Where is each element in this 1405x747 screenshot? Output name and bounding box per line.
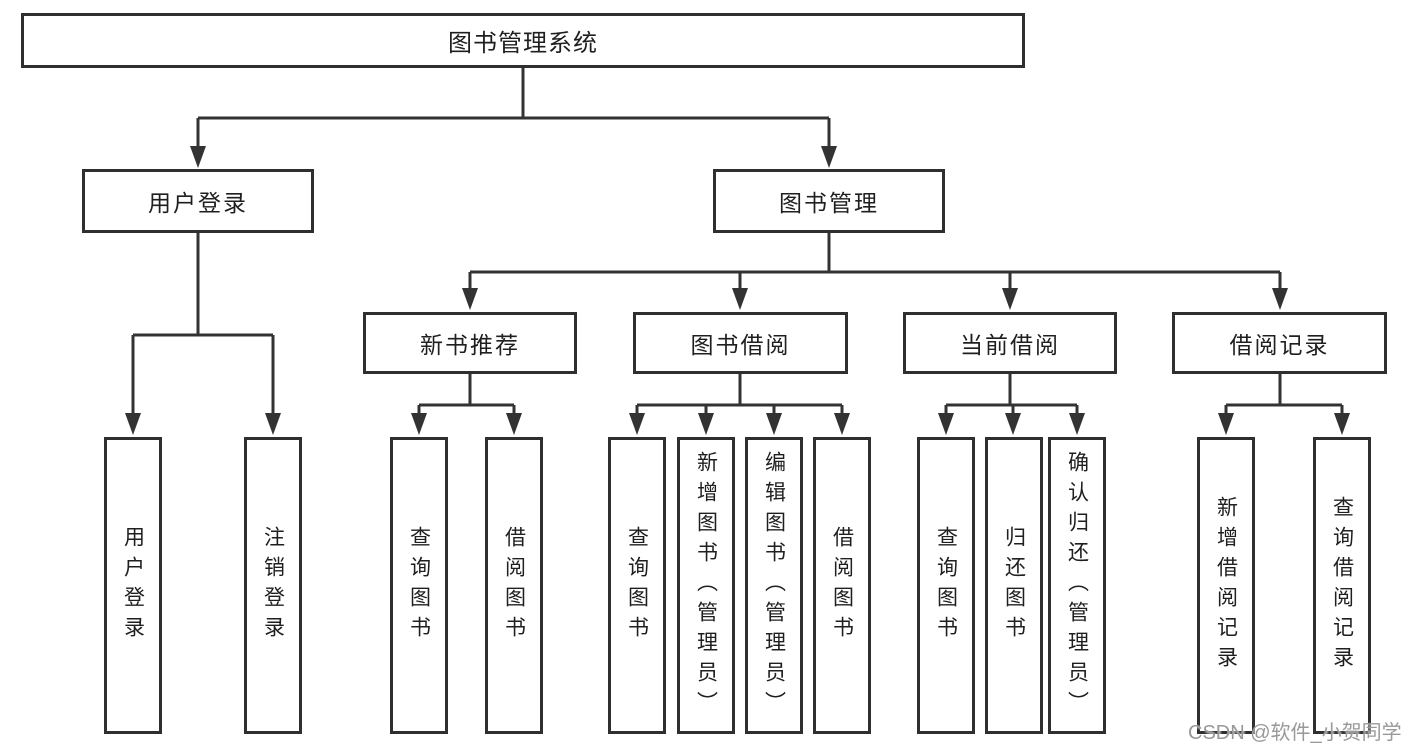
node-label: 归还图书 [1002, 525, 1026, 646]
watermark: CSDN @软件_小贺同学 [1188, 722, 1402, 744]
node-user-login: 用户登录 [82, 169, 314, 233]
node-new-book-recommendation: 新书推荐 [363, 312, 577, 374]
node-label: 新书推荐 [420, 332, 520, 358]
node-borrow-books-leaf: 借阅图书 [813, 437, 871, 734]
node-label: 图书管理系统 [448, 30, 598, 57]
node-label: 查询图书 [934, 525, 958, 646]
connector-current-borrow-to-children [938, 374, 1085, 435]
node-borrow-books-recommend: 借阅图书 [485, 437, 543, 734]
node-query-borrow-record: 查询借阅记录 [1313, 437, 1371, 734]
node-label: 借阅记录 [1229, 332, 1330, 358]
node-borrowing-records: 借阅记录 [1172, 312, 1387, 374]
connector-root-to-level2 [190, 68, 837, 168]
node-book-borrowing: 图书借阅 [633, 312, 848, 374]
node-label: 新增图书（管理员） [694, 450, 718, 721]
node-label: 用户登录 [121, 525, 145, 646]
node-label: 查询图书 [407, 525, 431, 646]
node-label: 新增借阅记录 [1214, 495, 1238, 676]
node-query-books-current: 查询图书 [917, 437, 975, 734]
node-user-login-leaf: 用户登录 [104, 437, 162, 734]
node-add-books-admin: 新增图书（管理员） [677, 437, 735, 734]
connector-new-book-to-children [411, 374, 522, 435]
node-label: 用户登录 [148, 190, 248, 216]
node-label: 编辑图书（管理员） [762, 450, 786, 721]
connector-user-login-to-children [125, 233, 281, 435]
node-query-books-recommend: 查询图书 [390, 437, 448, 734]
node-label: 借阅图书 [502, 525, 526, 646]
node-book-management: 图书管理 [713, 169, 945, 233]
node-add-borrow-record: 新增借阅记录 [1197, 437, 1255, 734]
node-confirm-return-admin: 确认归还（管理员） [1048, 437, 1106, 734]
connector-book-borrow-to-children [629, 374, 850, 435]
node-label: 借阅图书 [830, 525, 854, 646]
node-return-books: 归还图书 [985, 437, 1043, 734]
node-current-borrowing: 当前借阅 [903, 312, 1117, 374]
node-label: 查询借阅记录 [1330, 495, 1354, 676]
node-label: 图书管理 [779, 190, 879, 216]
node-label: 确认归还（管理员） [1065, 450, 1089, 721]
node-label: 当前借阅 [960, 332, 1060, 358]
node-logout-leaf: 注销登录 [244, 437, 302, 734]
node-query-books-borrow: 查询图书 [608, 437, 666, 734]
node-label: 注销登录 [261, 525, 285, 646]
connector-book-management-to-level3 [462, 233, 1288, 310]
node-edit-books-admin: 编辑图书（管理员） [745, 437, 803, 734]
node-library-management-system: 图书管理系统 [21, 13, 1025, 68]
connector-borrow-records-to-children [1218, 374, 1350, 435]
node-label: 查询图书 [625, 525, 649, 646]
node-label: 图书借阅 [690, 332, 791, 358]
